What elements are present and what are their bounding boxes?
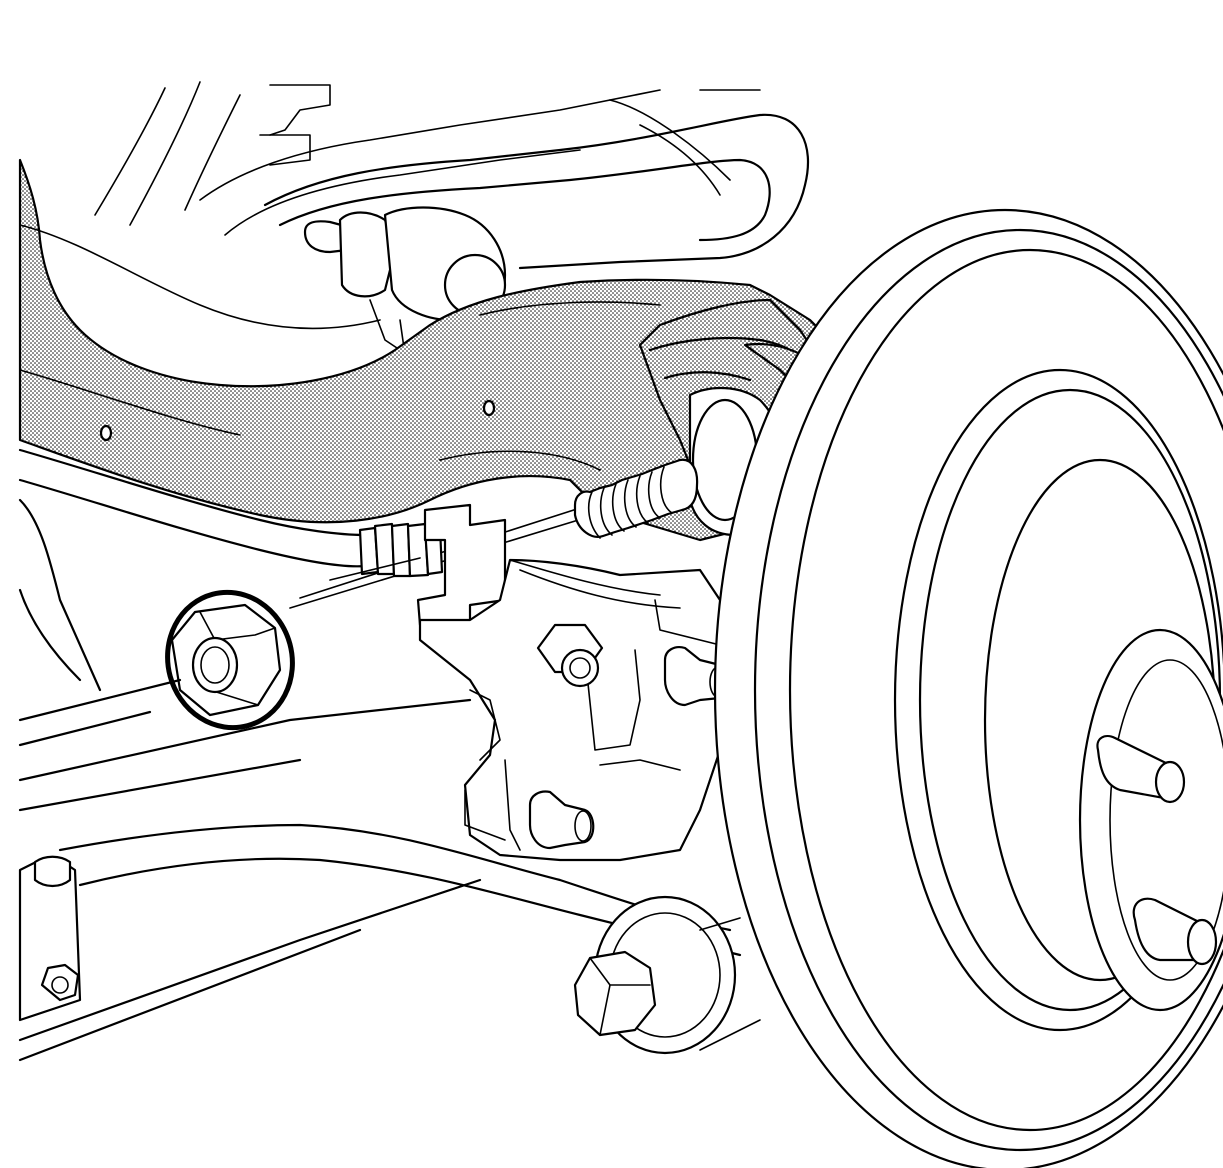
knuckle	[418, 558, 742, 862]
background-frame-lines	[94, 81, 761, 236]
control-arm-nut	[165, 589, 295, 731]
bracket-bolt	[40, 963, 80, 1002]
wheel-stud-lower	[1132, 897, 1218, 966]
stabilizer-bar	[263, 113, 810, 270]
wheel-hub	[1078, 628, 1223, 1012]
knuckle-stud-lower	[528, 790, 595, 850]
knuckle-bolt-upper	[536, 623, 604, 688]
brake-hose-bracket	[18, 448, 507, 627]
wheel-stud-upper	[1096, 734, 1186, 804]
lower-control-arm-bolt	[573, 895, 737, 1055]
support-lines	[699, 917, 761, 1051]
stabilizer-bar-lower	[18, 498, 742, 1062]
